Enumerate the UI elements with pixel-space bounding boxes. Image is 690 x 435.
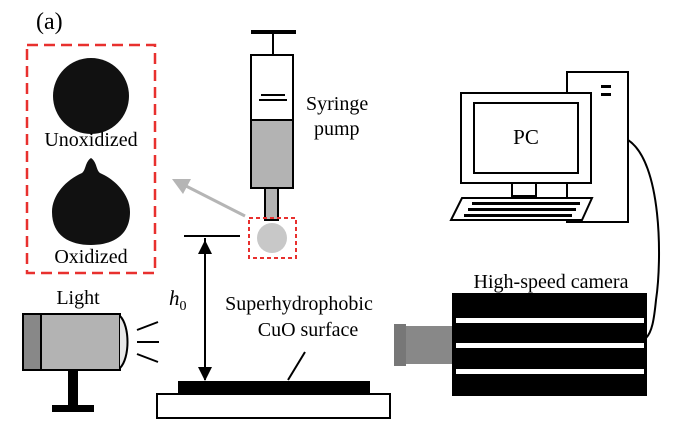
monitor-stand	[511, 182, 537, 197]
plunger-thumb	[251, 30, 296, 34]
light-label: Light	[56, 287, 100, 309]
droplet-inset: Unoxidized Oxidized	[25, 43, 157, 275]
high-speed-camera: High-speed camera	[394, 271, 647, 396]
surface-label-line2: CuO surface	[258, 319, 359, 341]
height-symbol: h0	[169, 286, 187, 314]
light-rays	[136, 321, 159, 363]
lamp-base	[52, 405, 94, 412]
droplet-highlight-box	[248, 217, 297, 259]
syringe-label-line1: Syringe	[306, 93, 368, 115]
surface-label-line1: Superhydrophobic	[225, 293, 373, 315]
zoom-arrow	[172, 179, 246, 218]
camera-lens-front	[394, 324, 406, 366]
computer: PC	[449, 71, 629, 223]
unoxidized-droplet	[53, 58, 129, 134]
pc-label: PC	[513, 125, 539, 149]
inset-border	[25, 43, 157, 275]
oxidized-label: Oxidized	[54, 246, 127, 268]
syringe-label-line2: pump	[314, 118, 360, 140]
release-height-indicator: h0	[169, 235, 240, 381]
substrate-base	[156, 393, 391, 419]
surface-pointer	[287, 351, 306, 381]
camera-label: High-speed camera	[474, 271, 629, 293]
cuo-surface	[178, 381, 370, 394]
syringe-fluid	[252, 120, 292, 187]
syringe-pump: Syringe pump	[248, 30, 368, 259]
syringe-needle	[264, 187, 279, 221]
oxidized-droplet	[52, 158, 130, 245]
substrate: Superhydrophobic CuO surface	[156, 293, 391, 419]
unoxidized-label: Unoxidized	[44, 129, 137, 151]
lamp-stand	[68, 370, 78, 405]
camera-cable	[627, 139, 661, 339]
panel-label: (a)	[36, 9, 63, 35]
falling-droplet	[257, 223, 287, 253]
light-source: Light	[22, 287, 159, 412]
lamp-lens	[119, 315, 129, 369]
camera-lens	[406, 326, 452, 364]
pc-screen	[473, 102, 579, 174]
